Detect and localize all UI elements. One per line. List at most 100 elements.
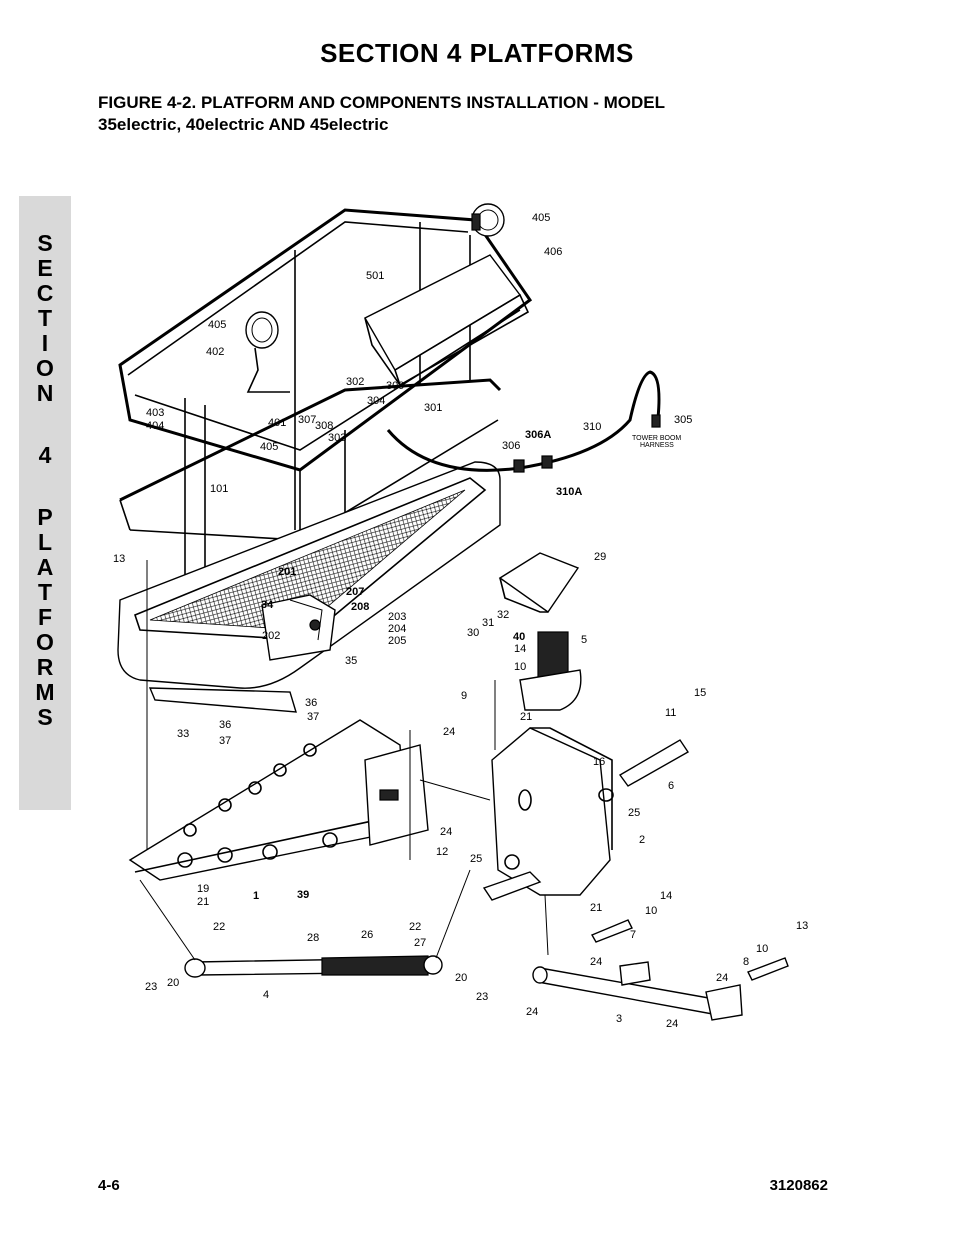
tower-boom-label-1: TOWER BOOM <box>632 435 681 442</box>
foot-switch <box>261 594 336 661</box>
harness-cable <box>386 370 661 473</box>
callout-24-b: 24 <box>440 826 452 838</box>
callout-207: 207 <box>346 586 364 598</box>
callout-25-right: 25 <box>628 807 640 819</box>
callout-24-c: 24 <box>590 956 602 968</box>
side-tab-letter: E <box>37 255 53 281</box>
callout-306: 306 <box>502 440 520 452</box>
callout-14-mid: 14 <box>514 643 526 655</box>
side-tab-letter: I <box>41 330 49 356</box>
callout-31: 31 <box>482 617 494 629</box>
pivot-pin <box>598 739 689 802</box>
tower-boom-label-2: HARNESS <box>640 442 674 449</box>
callout-1: 1 <box>253 890 259 902</box>
callout-20-right: 20 <box>455 972 467 984</box>
callout-24-d: 24 <box>716 972 728 984</box>
callout-19: 19 <box>197 883 209 895</box>
callout-40: 40 <box>513 631 525 643</box>
callout-10-right: 10 <box>645 905 657 917</box>
side-tab-letter: 4 <box>38 442 52 468</box>
section-title: SECTION 4 PLATFORMS <box>320 38 634 68</box>
control-box <box>364 254 530 386</box>
callout-21-right: 21 <box>590 902 602 914</box>
callout-405-left: 405 <box>208 319 226 331</box>
callout-205: 205 <box>388 635 406 647</box>
slave-cylinder <box>184 955 443 978</box>
callout-36-bottom: 36 <box>219 719 231 731</box>
callout-309: 309 <box>386 380 404 392</box>
side-tab-letter: O <box>36 629 54 655</box>
callout-27: 27 <box>414 937 426 949</box>
callout-20-left: 20 <box>167 977 179 989</box>
callout-11: 11 <box>665 707 676 719</box>
callout-37-top: 37 <box>307 711 319 723</box>
platform-support <box>148 687 297 713</box>
callout-404: 404 <box>146 420 164 432</box>
document-number: 3120862 <box>769 1177 828 1194</box>
figure-title-line-2: 35electric, 40electric AND 45electric <box>98 115 389 134</box>
callout-4: 4 <box>263 989 269 1001</box>
side-tab-letter: N <box>36 380 54 406</box>
callout-33: 33 <box>177 728 189 740</box>
callout-35: 35 <box>345 655 357 667</box>
callout-24-a: 24 <box>443 726 455 738</box>
rotator-bracket <box>482 727 613 901</box>
callout-306a: 306A <box>525 429 551 441</box>
callout-30: 30 <box>467 627 479 639</box>
callout-13-right: 13 <box>796 920 808 932</box>
callout-204: 204 <box>388 623 406 635</box>
callout-305: 305 <box>674 414 692 426</box>
side-tab-letter: R <box>36 654 54 680</box>
callout-25-left: 25 <box>470 853 482 865</box>
rotator-cover <box>498 552 580 613</box>
callout-22-right: 22 <box>409 921 421 933</box>
page-number: 4-6 <box>98 1177 120 1194</box>
callout-304: 304 <box>367 395 385 407</box>
callout-2: 2 <box>639 834 645 846</box>
figure-title-line-1: FIGURE 4-2. PLATFORM AND COMPONENTS INST… <box>98 93 665 112</box>
callout-22-left: 22 <box>213 921 225 933</box>
callout-405-mid: 405 <box>260 441 278 453</box>
callout-16: 16 <box>593 756 605 768</box>
callout-310a: 310A <box>556 486 582 498</box>
rotator-cylinder <box>532 961 743 1021</box>
level-arm <box>128 719 429 881</box>
callout-402: 402 <box>206 346 224 358</box>
callout-36-top: 36 <box>305 697 317 709</box>
callout-23-left: 23 <box>145 981 157 993</box>
callout-5: 5 <box>581 634 587 646</box>
side-tab-letter: S <box>37 230 53 256</box>
side-tab-letter: F <box>37 604 53 630</box>
callout-23-right: 23 <box>476 991 488 1003</box>
callout-208: 208 <box>351 601 369 613</box>
callout-10-far: 10 <box>756 943 768 955</box>
callout-32: 32 <box>497 609 509 621</box>
callout-307: 307 <box>298 414 316 426</box>
hardware-leaders <box>139 560 549 961</box>
side-tab-letter: T <box>37 579 53 605</box>
callout-24-f: 24 <box>666 1018 678 1030</box>
callout-9: 9 <box>461 690 467 702</box>
callout-501: 501 <box>366 270 384 282</box>
callout-21-left: 21 <box>197 896 209 908</box>
callout-labels: 405 406 501 405 402 302 309 304 301 305 … <box>113 212 808 1030</box>
callout-310: 310 <box>583 421 601 433</box>
callout-203: 203 <box>388 611 406 623</box>
callout-302: 302 <box>346 376 364 388</box>
side-tab-letter: C <box>36 280 54 306</box>
callout-403: 403 <box>146 407 164 419</box>
side-tab-letter: L <box>37 529 53 555</box>
callout-308: 308 <box>315 420 333 432</box>
callout-24-e: 24 <box>526 1006 538 1018</box>
callout-34: 34 <box>261 599 274 611</box>
callout-15: 15 <box>694 687 706 699</box>
callout-405-top: 405 <box>532 212 550 224</box>
callout-10-mid: 10 <box>514 661 526 673</box>
callout-3: 3 <box>616 1013 622 1025</box>
callout-201: 201 <box>278 566 296 578</box>
callout-7: 7 <box>630 929 636 941</box>
side-tab-letter: A <box>36 554 54 580</box>
rotator-motor <box>519 631 582 711</box>
callout-29: 29 <box>594 551 606 563</box>
